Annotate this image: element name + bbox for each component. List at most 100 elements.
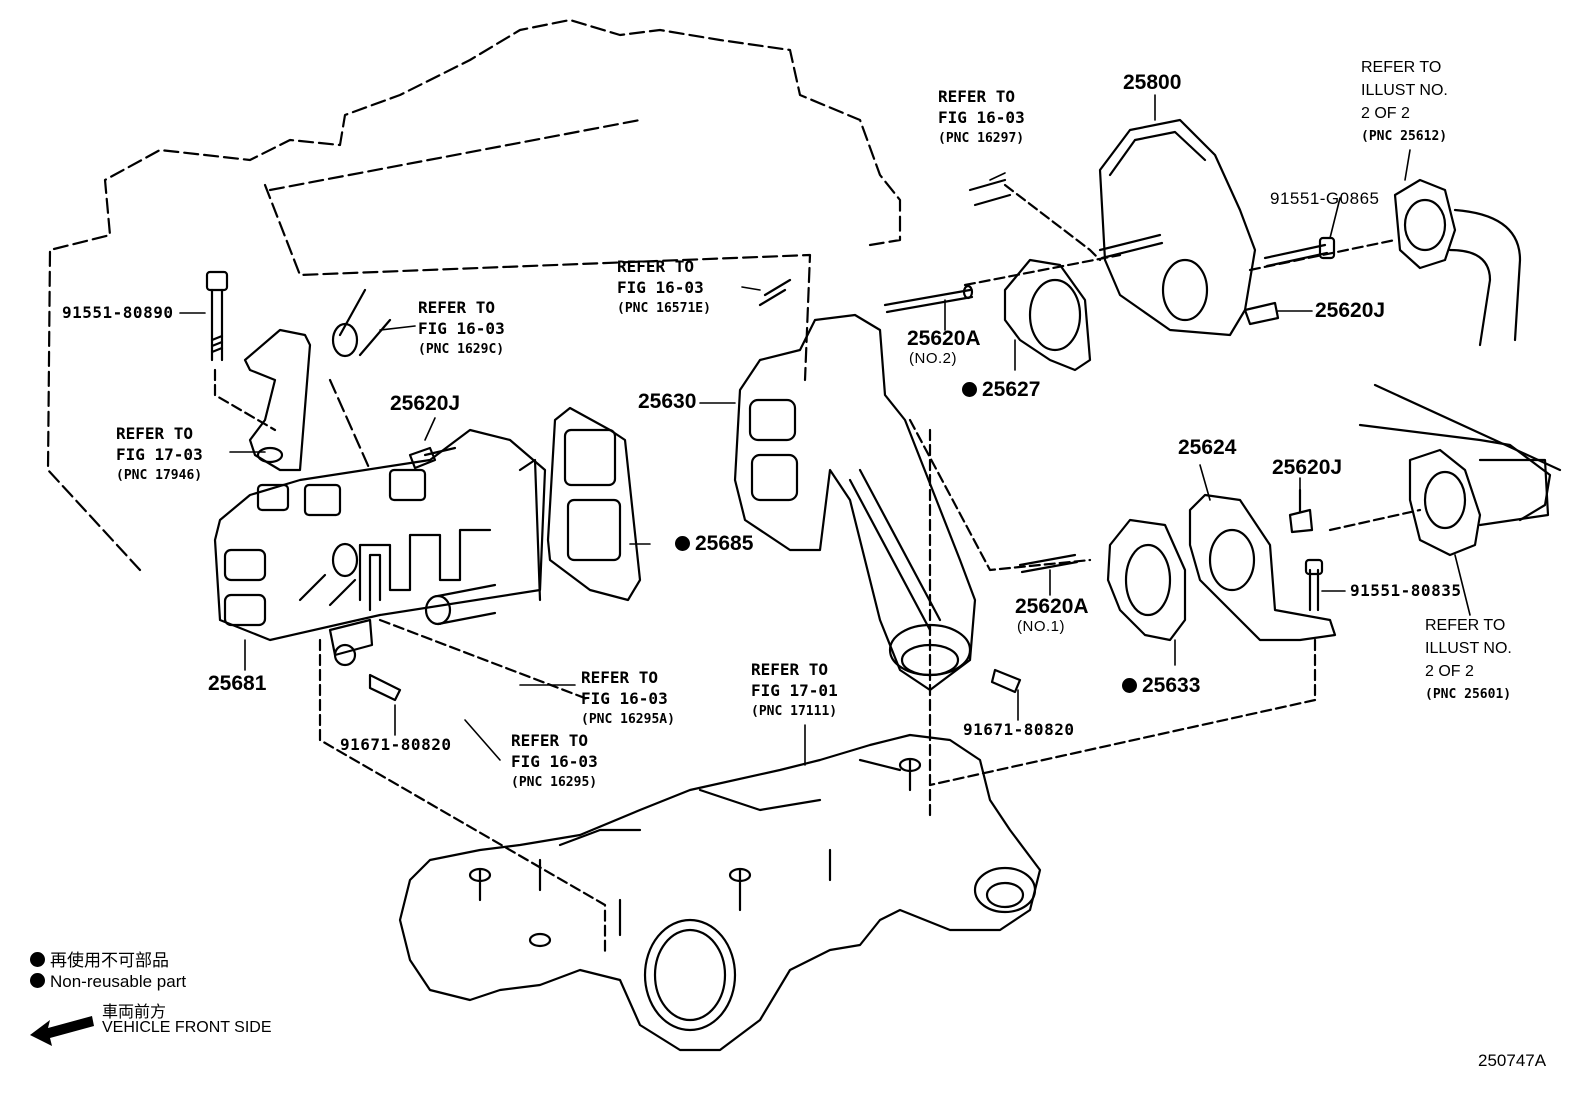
non-reusable-dot-icon <box>30 973 45 988</box>
ref-line3: (PNC 17111) <box>751 704 838 719</box>
label-25620J-b: 25620J <box>1315 299 1386 322</box>
ref-pnc-16295: REFER TO FIG 16-03 (PNC 16295) <box>511 730 598 793</box>
ref-line2: FIG 16-03 <box>511 752 598 771</box>
ref-pnc-25612: REFER TO ILLUST NO. 2 OF 2 (PNC 25612) <box>1361 56 1448 148</box>
engine-inner-line <box>268 118 642 192</box>
leader-line <box>989 172 1006 181</box>
ref-pnc-17946: REFER TO FIG 17-03 (PNC 17946) <box>116 423 203 486</box>
label-25620J-a: 25620J <box>390 392 461 415</box>
adapter-25624 <box>1188 493 1337 642</box>
ref-line3: (PNC 17946) <box>116 468 203 483</box>
label-25627-text: 25627 <box>982 378 1041 401</box>
ref-line1: REFER TO <box>751 660 829 679</box>
leader-dashed <box>378 618 592 702</box>
ref-pnc-16297: REFER TO FIG 16-03 (PNC 16297) <box>938 86 1025 149</box>
egr-cooler <box>213 428 547 667</box>
hose <box>338 288 392 357</box>
ref-line2: FIG 16-03 <box>581 689 668 708</box>
ref-line2: FIG 16-03 <box>418 319 505 338</box>
ref-pnc-16571E: REFER TO FIG 16-03 (PNC 16571E) <box>617 256 711 319</box>
ref-line1: REFER TO <box>116 424 194 443</box>
egr-valve <box>1098 118 1257 337</box>
label-25620A-no2: 25620A <box>907 327 981 350</box>
label-25685-text: 25685 <box>695 532 754 555</box>
leader-line <box>1404 149 1411 181</box>
label-25630: 25630 <box>638 390 697 413</box>
leader-line <box>424 417 436 441</box>
non-reusable-dot-icon <box>675 536 690 551</box>
leader-line <box>1454 554 1471 616</box>
ref-pnc-16295A: REFER TO FIG 16-03 (PNC 16295A) <box>581 667 675 730</box>
label-25685: 25685 <box>675 533 753 554</box>
ref-line2: ILLUST NO. <box>1361 82 1448 99</box>
gasket-25685 <box>546 406 642 602</box>
label-91551-80835: 91551-80835 <box>1350 581 1462 600</box>
stud-25620A-no1 <box>1018 553 1079 574</box>
label-25633-text: 25633 <box>1142 674 1201 697</box>
gasket-25633 <box>1106 518 1187 642</box>
ref-line1: REFER TO <box>511 731 589 750</box>
leader-dashed <box>928 638 1317 787</box>
leader-line <box>1199 464 1211 501</box>
legend-front: VEHICLE FRONT SIDE <box>102 1019 272 1036</box>
bolt-25620J-b <box>1243 301 1280 326</box>
non-reusable-dot-icon <box>30 952 45 967</box>
ref-line1: REFER TO <box>617 257 695 276</box>
intake-manifold <box>398 733 1042 1052</box>
legend-jp-front: 車両前方 <box>102 1004 167 1021</box>
ref-line1: REFER TO <box>418 298 496 317</box>
label-25620J-c: 25620J <box>1272 456 1343 479</box>
bolt-91671-80820-a <box>368 673 402 702</box>
engine-inner-line-3 <box>328 378 372 472</box>
gasket-25627 <box>1003 258 1092 372</box>
label-91671-80820-b: 91671-80820 <box>963 720 1075 739</box>
ref-pnc-1629C: REFER TO FIG 16-03 (PNC 1629C) <box>418 297 505 360</box>
figure-id: 250747A <box>1478 1051 1547 1070</box>
label-25633: 25633 <box>1122 675 1200 696</box>
ref-line1: REFER TO <box>1425 617 1506 634</box>
ref-pnc-25601: REFER TO ILLUST NO. 2 OF 2 (PNC 25601) <box>1425 614 1512 706</box>
ref-line3: (PNC 1629C) <box>418 342 505 357</box>
leader-line <box>1329 197 1341 239</box>
leader-dashed <box>1003 183 1102 262</box>
ref-line4: (PNC 25612) <box>1361 129 1448 144</box>
label-91671-80820-a: 91671-80820 <box>340 735 452 754</box>
ref-line2: FIG 17-01 <box>751 681 838 700</box>
label-25620A-no1: 25620A <box>1015 595 1089 618</box>
leader-dashed <box>1328 508 1422 532</box>
ref-line3: 2 OF 2 <box>1425 663 1474 680</box>
leader-dashed <box>213 368 277 432</box>
bolt-25620J-c <box>1288 488 1314 534</box>
label-25620A-no1-sub: (NO.1) <box>1017 618 1065 635</box>
ref-line3: 2 OF 2 <box>1361 105 1410 122</box>
non-reusable-dot-icon <box>1122 678 1137 693</box>
label-91551-80890: 91551-80890 <box>62 303 174 322</box>
ref-line4: (PNC 25601) <box>1425 687 1512 702</box>
leader-dashed <box>908 418 1092 572</box>
ref-line2: ILLUST NO. <box>1425 640 1512 657</box>
bolt-91551-80890 <box>205 270 229 362</box>
leader-line <box>464 719 501 761</box>
label-25681: 25681 <box>208 672 267 695</box>
leader-line <box>379 325 416 331</box>
egr-pipe <box>733 313 977 692</box>
legend-jp-nonreusable-text: 再使用不可部品 <box>50 951 169 970</box>
egr-pipe-upper-right <box>1393 178 1522 347</box>
hose-16571E <box>758 278 792 307</box>
ref-line1: REFER TO <box>581 668 659 687</box>
label-25620A-no2-sub: (NO.2) <box>909 350 957 367</box>
ref-pnc-17111: REFER TO FIG 17-01 (PNC 17111) <box>751 659 838 722</box>
ref-line3: (PNC 16295) <box>511 775 598 790</box>
ref-line1: REFER TO <box>1361 59 1442 76</box>
ref-line3: (PNC 16295A) <box>581 712 675 727</box>
engine-inner-line-2 <box>263 183 812 382</box>
label-91551-G0865: 91551-G0865 <box>1270 189 1380 208</box>
engine-block-outline <box>46 18 902 572</box>
egr-pipe-lower-right <box>1358 383 1562 557</box>
ref-line2: FIG 16-03 <box>617 278 704 297</box>
front-arrow-icon <box>30 1016 94 1046</box>
legend-nonreusable: Non-reusable part <box>30 972 186 992</box>
ref-line3: (PNC 16297) <box>938 131 1025 146</box>
ref-line2: FIG 16-03 <box>938 108 1025 127</box>
